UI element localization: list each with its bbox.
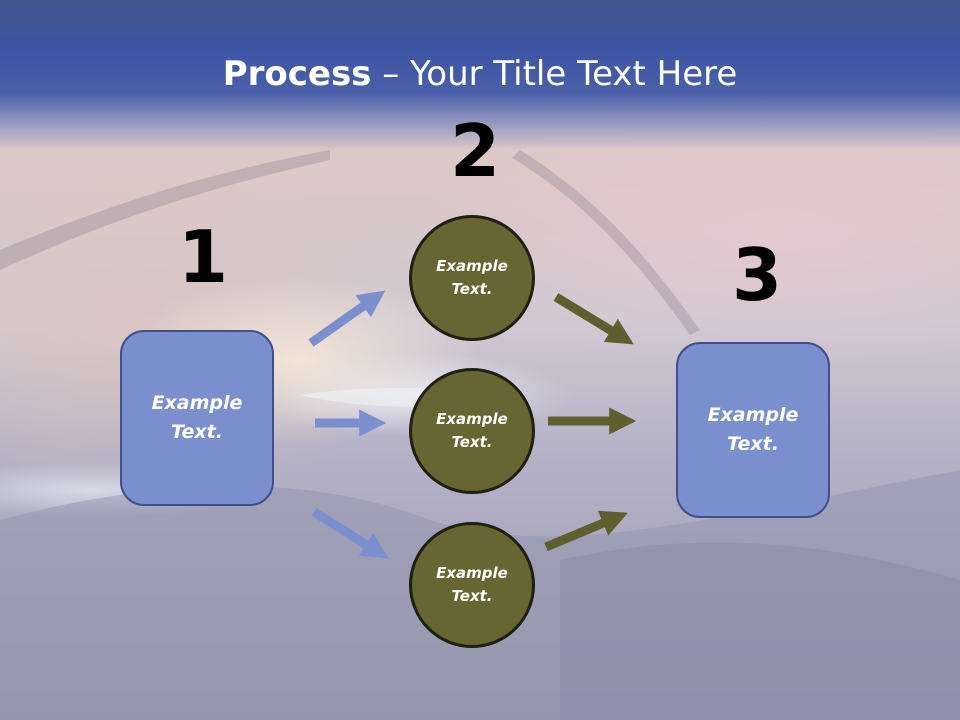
circle-middle-line1: Example	[436, 410, 508, 428]
right-step-box: Example Text.	[676, 342, 830, 518]
circle-top-line2: Text.	[451, 280, 493, 298]
circle-bottom: Example Text.	[409, 522, 535, 648]
title-bold: Process	[222, 54, 372, 94]
step-number-2: 2	[450, 109, 501, 193]
right-box-line1: Example	[707, 404, 799, 426]
right-box-line2: Text.	[727, 433, 779, 455]
title-rest: – Your Title Text Here	[371, 54, 738, 94]
circle-middle: Example Text.	[409, 368, 535, 494]
step-number-1: 1	[178, 215, 229, 299]
slide-title: Process – Your Title Text Here	[0, 52, 960, 96]
circle-bottom-line1: Example	[436, 564, 508, 582]
arrow-from-circle-bottom	[544, 510, 628, 552]
step-number-3: 3	[732, 233, 783, 317]
circle-top-line1: Example	[436, 257, 508, 275]
left-step-box: Example Text.	[120, 330, 274, 506]
arrow-to-circle-top	[308, 290, 386, 347]
circle-middle-line2: Text.	[451, 433, 493, 451]
title-band	[0, 0, 960, 150]
circle-top: Example Text.	[409, 215, 535, 341]
left-box-line2: Text.	[171, 421, 223, 443]
left-box-line1: Example	[151, 392, 243, 414]
arrow-from-circle-top	[553, 293, 634, 345]
arrow-to-circle-bottom	[311, 508, 389, 559]
circle-bottom-line2: Text.	[451, 587, 493, 605]
